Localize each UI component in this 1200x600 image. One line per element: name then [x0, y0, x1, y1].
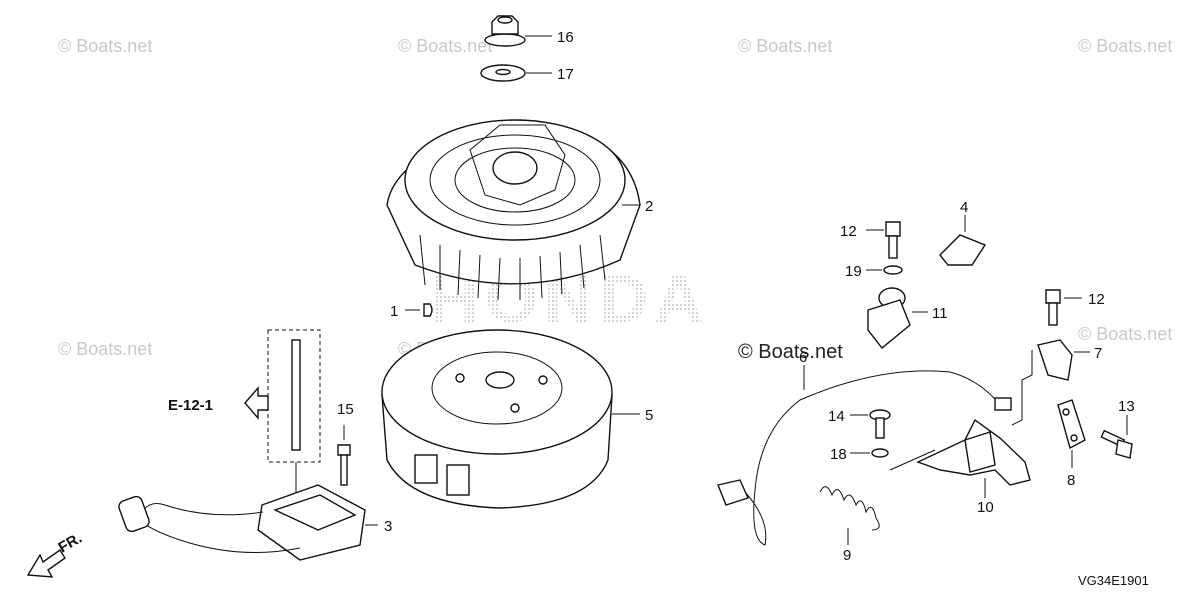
bolt-15	[337, 425, 351, 486]
key-1	[405, 303, 433, 317]
callout-17: 17	[557, 66, 574, 83]
washer-17	[480, 64, 552, 82]
callout-19: 19	[845, 263, 862, 280]
callout-1: 1	[390, 303, 398, 320]
screw-14	[850, 409, 891, 439]
spring-9	[819, 486, 880, 545]
cooling-fan-2	[386, 119, 641, 301]
watermark-text: © Boats.net	[1078, 36, 1172, 56]
callout-2: 2	[645, 198, 653, 215]
callout-5: 5	[645, 407, 653, 424]
reference-arrow: E-12-1	[168, 386, 269, 420]
washer-18	[850, 448, 889, 458]
switch-11	[867, 287, 928, 349]
flange-nut-16	[484, 15, 552, 47]
watermark-text: © Boats.net	[1078, 324, 1172, 344]
callout-11: 11	[932, 305, 948, 322]
callout-8: 8	[1067, 472, 1075, 489]
bolt-12b	[1045, 289, 1082, 326]
bolt-13	[1100, 415, 1133, 459]
flywheel-5	[381, 329, 640, 509]
callout-18: 18	[830, 446, 847, 463]
callout-16: 16	[557, 29, 574, 46]
watermark-text: © Boats.net	[738, 36, 832, 56]
bolt-12a	[866, 221, 901, 259]
bracket-7	[1011, 339, 1090, 426]
callout-13: 13	[1118, 398, 1135, 415]
watermark-text: © Boats.net	[58, 36, 152, 56]
callout-4: 4	[960, 199, 968, 216]
washer-19	[866, 265, 903, 275]
clip-4	[939, 215, 987, 266]
watermark-text: © Boats.net	[58, 339, 152, 359]
reference-label: E-12-1	[168, 397, 213, 414]
callout-7: 7	[1094, 345, 1102, 362]
watermark-text-dark: © Boats.net	[738, 341, 843, 363]
callout-9: 9	[843, 547, 851, 564]
callout-12b: 12	[1088, 291, 1105, 308]
callout-6: 6	[799, 349, 807, 366]
forward-arrow: FR.	[26, 530, 85, 578]
callout-12a: 12	[840, 223, 857, 240]
callout-15: 15	[337, 401, 354, 418]
callout-10: 10	[977, 499, 994, 516]
stud-box	[267, 329, 321, 500]
brake-arm-10	[889, 418, 1031, 498]
plate-8	[1057, 399, 1086, 468]
wire-6	[717, 365, 1012, 546]
watermark-text: © Boats.net	[398, 36, 492, 56]
callout-14: 14	[828, 408, 845, 425]
callout-3: 3	[384, 518, 392, 535]
diagram-code: VG34E1901	[1078, 573, 1149, 588]
ignition-coil-3	[118, 484, 378, 561]
